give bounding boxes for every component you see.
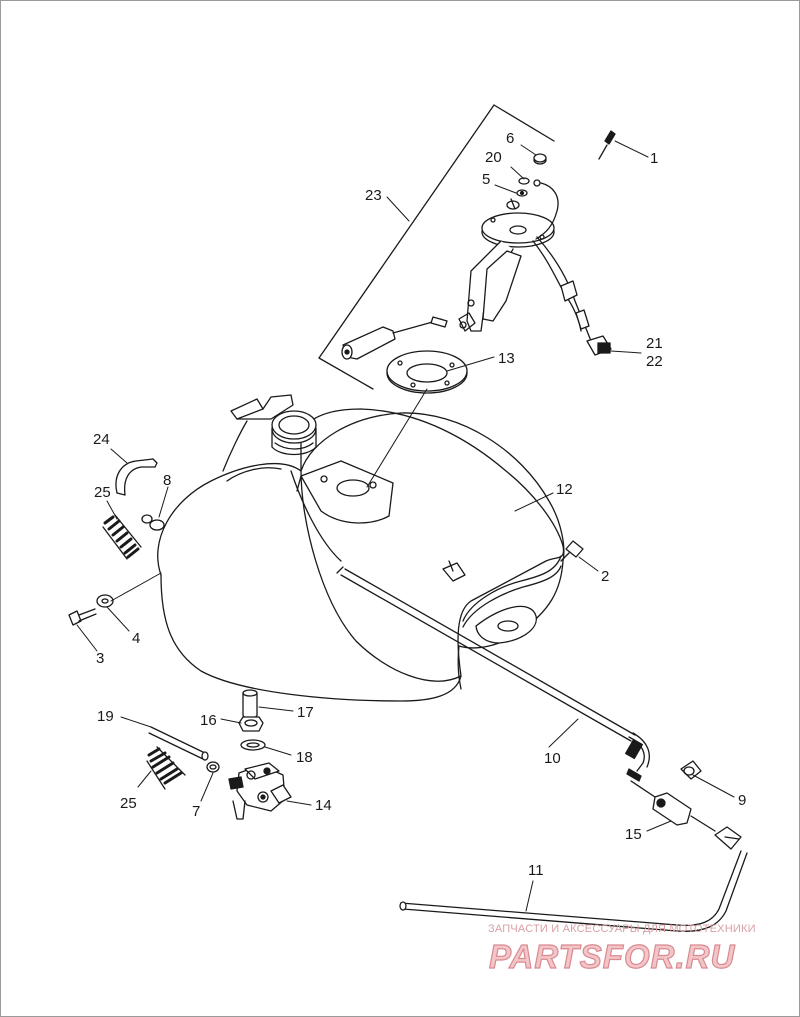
part-label-22: 22	[646, 353, 663, 370]
part-label-1: 1	[650, 150, 659, 167]
spacer-17	[242, 689, 258, 719]
part-label-4: 4	[132, 630, 141, 647]
part-label-6: 6	[506, 130, 515, 147]
fuel-line-11	[399, 826, 748, 932]
petcock-14	[228, 762, 292, 820]
part-label-13: 13	[498, 350, 515, 367]
clamp-7	[206, 761, 220, 773]
gasket-13	[386, 350, 468, 394]
clamp-8	[141, 514, 165, 531]
part-label-12: 12	[556, 481, 573, 498]
part-label-17: 17	[297, 704, 314, 721]
part-label-19: 19	[97, 708, 114, 725]
part-label-14: 14	[315, 797, 332, 814]
vent-hose-24	[115, 458, 158, 496]
part-label-23: 23	[365, 187, 382, 204]
spring-25-lower	[146, 746, 186, 790]
part-label-11: 11	[528, 862, 544, 879]
watermark-logo: PARTSFOR.RU	[488, 937, 736, 975]
washer-18	[240, 739, 266, 751]
fuel-tank	[157, 394, 584, 702]
fuel-filter-15	[630, 780, 716, 832]
assembly-bracket-23	[318, 104, 555, 390]
part-label-20: 20	[485, 149, 502, 166]
part-label-10: 10	[544, 750, 561, 767]
spring-25-upper	[102, 514, 142, 560]
crossover-hose-10	[336, 566, 650, 782]
fuel-hose-19	[148, 726, 209, 761]
clamp-9	[680, 760, 702, 780]
part-label-15: 15	[625, 826, 642, 843]
part-label-7: 7	[192, 803, 201, 820]
part-label-8: 8	[163, 472, 172, 489]
part-label-5: 5	[482, 171, 491, 188]
washer-4	[96, 594, 114, 608]
part-label-21: 21	[646, 335, 663, 352]
fuel-pump-assembly	[341, 130, 616, 360]
leader-lines	[76, 140, 735, 912]
nut-16	[238, 716, 264, 732]
part-label-25-lower: 25	[120, 795, 137, 812]
part-label-18: 18	[296, 749, 313, 766]
screw-3	[68, 608, 97, 626]
part-label-9: 9	[738, 792, 747, 809]
part-label-3: 3	[96, 650, 105, 667]
part-label-2: 2	[601, 568, 610, 585]
part-label-24: 24	[93, 431, 110, 448]
part-label-16: 16	[200, 712, 217, 729]
watermark-tagline: ЗАПЧАСТИ И АКСЕССУАРЫ ДЛЯ МОТОТЕХНИКИ	[488, 923, 756, 935]
part-label-25-upper: 25	[94, 484, 111, 501]
